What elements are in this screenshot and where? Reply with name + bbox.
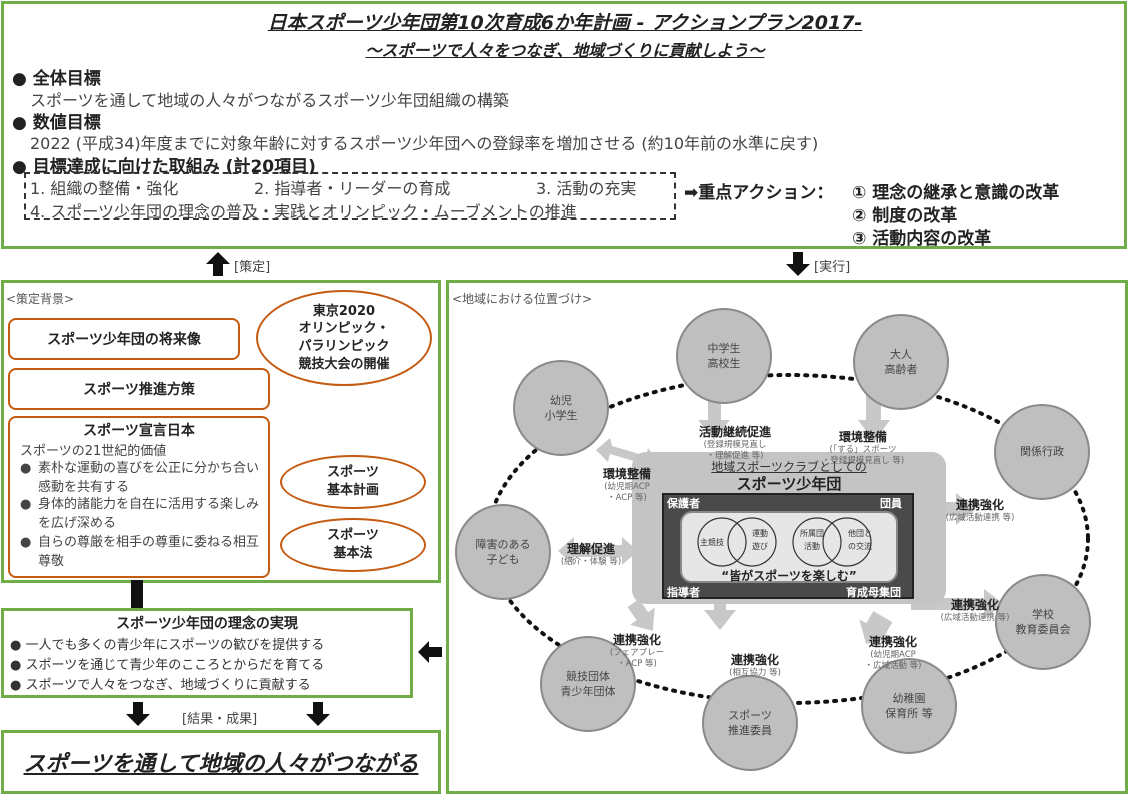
sports-basic-law-ellipse: スポーツ 基本法 [280,518,426,572]
link-label: 連携強化(広域活動連携 等) [940,598,1010,623]
circle-school-board: 学校 教育委員会 [995,574,1091,670]
circle-sports-commissioners: スポーツ 推進委員 [702,675,798,771]
circle-junior-high: 中学生 高校生 [676,308,772,404]
key-action-3: ③ 活動内容の改革 [852,229,992,249]
corner-support-group: 育成母集団 [846,586,901,599]
initiative-1: 1. 組織の整備・強化 [30,179,179,198]
formulation-label: [策定] [234,260,271,275]
philosophy-item: ● 一人でも多くの青少年にスポーツの歓びを提供する [10,638,325,653]
inner-exchange: 他団と の交流 [848,529,872,551]
region-heading: <地域における位置づけ> [452,292,593,306]
numeric-goal-text: 2022 (平成34)年度までに対象年齢に対するスポーツ少年団への登録率を増加さ… [30,134,819,153]
link-label: 理解促進(紹介・体験 等) [560,542,622,567]
key-action-1: ① 理念の継承と意識の改革 [852,183,1060,203]
key-action-label: ➡重点アクション： [684,183,834,203]
circle-disabled-children: 障害のある 子ども [455,504,551,600]
initiative-3: 3. 活動の充実 [536,179,637,198]
execution-label: [実行] [814,260,851,275]
corner-members: 団員 [880,497,902,510]
inner-venn [697,517,872,567]
inner-main-sport: 主競技 [700,538,724,547]
result-label: [結果・成果] [182,712,258,727]
key-action-2: ② 制度の改革 [852,206,958,226]
philosophy-title: スポーツ少年団の理念の実現 [116,616,298,632]
promotion-policy-box: スポーツ推進方策 [8,368,270,410]
page-subtitle: ～スポーツで人々をつなぎ、地域づくりに貢献しよう～ [365,41,765,60]
declaration-box [8,416,270,578]
inner-play: 運動 遊び [752,529,768,551]
goals-panel [1,1,1127,249]
link-label: 連携強化(幼児期ACP ・広域活動 等) [864,635,922,671]
club-title: スポーツ少年団 [736,475,842,493]
overall-goal-heading: ● 全体目標 [12,69,101,89]
link-label: 環境整備(幼児期ACP ・ACP 等) [602,467,651,503]
circle-sports-organizations: 競技団体 青少年団体 [540,636,636,732]
page-title: 日本スポーツ少年団第10次育成6か年計画 - アクションプラン2017- [267,12,863,34]
link-label: 環境整備(「する」スポーツ ・登録規模見直し 等) [821,430,905,466]
future-vision-label: スポーツ少年団の将来像 [47,332,201,348]
result-text: スポーツを通して地域の人々がつながる [23,752,419,777]
promotion-policy-label: スポーツ推進方策 [83,382,195,398]
connector-bar [131,580,143,608]
initiative-2: 2. 指導者・リーダーの育成 [254,179,451,198]
initiatives-box [24,172,676,220]
declaration-item: ●素朴な運動の喜びを公正に分かち合い感動を共有する [20,461,260,495]
club-caption: 地域スポーツクラブとしての [711,460,867,474]
philosophy-item: ● スポーツで人々をつなぎ、地域づくりに貢献する [10,678,311,693]
link-label: 連携強化(広域活動連携 等) [945,498,1015,523]
result-panel: スポーツを通して地域の人々がつながる [1,730,441,794]
up-arrow-icon [206,252,230,276]
declaration-subtitle: スポーツの21世紀的価値 [20,444,167,459]
declaration-title: スポーツ宣言日本 [83,423,195,439]
left-arrow-icon [418,641,442,663]
background-heading: <策定背景> [6,292,75,306]
circle-adults: 大人 高齢者 [853,314,949,410]
link-label: 連携強化(相互協力 等) [729,653,781,678]
circle-government: 関係行政 [994,404,1090,500]
declaration-item: ●身体的諸能力を自在に活用する楽しみを広げ深める [20,497,260,531]
future-vision-box: スポーツ少年団の将来像 [8,318,240,360]
sports-basic-plan-ellipse: スポーツ 基本計画 [280,455,426,509]
declaration-item: ●自らの尊厳を相手の尊重に委ねる相互尊敬 [20,535,260,569]
numeric-goal-heading: ● 数値目標 [12,113,101,133]
overall-goal-text: スポーツを通して地域の人々がつながるスポーツ少年団組織の構築 [30,91,509,110]
down-arrow-icon [306,702,330,726]
corner-parents: 保護者 [667,497,700,510]
link-label: 連携強化(フェアプレー ・ACP 等) [609,633,665,669]
down-arrow-icon [786,252,810,276]
circle-kindergarten: 幼稚園 保育所 等 [861,658,957,754]
inner-team-activity: 所属団 活動 [800,529,824,551]
philosophy-panel [1,608,413,698]
tokyo2020-ellipse: 東京2020 オリンピック・ パラリンピック 競技大会の開催 [256,290,432,386]
corner-leaders: 指導者 [667,586,700,599]
club-motto: “皆がスポーツを楽しむ” [721,569,857,583]
circle-children: 幼児 小学生 [513,360,609,456]
down-arrow-icon [126,702,150,726]
philosophy-item: ● スポーツを通じて青少年のこころとからだを育てる [10,658,325,673]
link-label: 活動継続促進(登録規模見直し ・理解促進 等) [698,425,771,461]
initiative-4: 4. スポーツ少年団の理念の普及・実践とオリンピック・ムーブメントの推進 [30,202,577,221]
